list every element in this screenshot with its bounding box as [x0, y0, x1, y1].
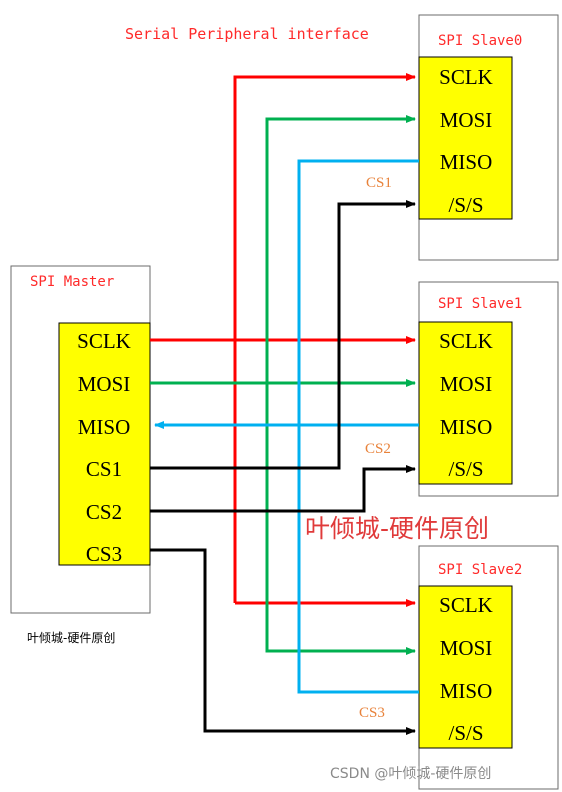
slave2-title: SPI Slave2: [438, 562, 522, 578]
slave1-pin-ss: /S/S: [448, 457, 483, 481]
wire-cs1: [150, 200, 416, 470]
slave1-pin-mosi: MOSI: [440, 372, 493, 396]
slave2-pin-ss: /S/S: [448, 721, 483, 745]
cs3-label: CS3: [359, 705, 385, 721]
master-pin-miso: MISO: [78, 415, 131, 439]
master-pin-sclk: SCLK: [77, 329, 131, 353]
master-pin-cs2: CS2: [86, 500, 122, 524]
slave2-pin-mosi: MOSI: [440, 636, 493, 660]
wire-cs2: [150, 465, 416, 513]
spi-slave0-box: SPI Slave0 SCLK MOSI MISO /S/S: [418, 14, 559, 261]
slave2-pin-sclk: SCLK: [439, 593, 493, 617]
slave2-pin-miso: MISO: [440, 679, 493, 703]
cs2-label: CS2: [365, 441, 391, 457]
slave0-title: SPI Slave0: [438, 33, 522, 49]
slave1-pin-sclk: SCLK: [439, 329, 493, 353]
master-pin-cs3: CS3: [86, 542, 122, 566]
slave0-pin-mosi: MOSI: [440, 108, 493, 132]
wire-cs3: [150, 548, 416, 735]
wire-mosi-slave0: [265, 115, 416, 383]
slave0-pin-ss: /S/S: [448, 193, 483, 217]
master-title: SPI Master: [30, 274, 114, 290]
wire-miso-bus: [297, 159, 419, 694]
cs1-label: CS1: [366, 175, 392, 191]
slave0-pin-sclk: SCLK: [439, 65, 493, 89]
slave1-pin-block: [418, 321, 513, 485]
wire-mosi-slave2: [265, 383, 416, 655]
slave0-pin-miso: MISO: [440, 150, 493, 174]
slave1-pin-miso: MISO: [440, 415, 493, 439]
spi-master-box: SPI Master SCLK MOSI MISO CS1 CS2 CS3: [10, 265, 151, 614]
slave2-pin-block: [418, 585, 513, 749]
slave0-pin-block: [418, 56, 513, 220]
spi-slave2-box: SPI Slave2 SCLK MOSI MISO /S/S: [418, 545, 559, 790]
diagram-title: Serial Peripheral interface: [125, 25, 369, 43]
master-pin-mosi: MOSI: [78, 372, 131, 396]
slave1-title: SPI Slave1: [438, 296, 522, 312]
spi-slave1-box: SPI Slave1 SCLK MOSI MISO /S/S: [418, 281, 559, 497]
watermark-csdn: CSDN @叶倾城-硬件原创: [330, 766, 491, 782]
master-pin-block: [58, 322, 151, 566]
master-pin-cs1: CS1: [86, 457, 122, 481]
wire-sclk-slave0: [233, 73, 416, 340]
watermark-overlay: 叶倾城-硬件原创: [305, 514, 489, 543]
watermark-under-master: 叶倾城-硬件原创: [27, 631, 115, 645]
